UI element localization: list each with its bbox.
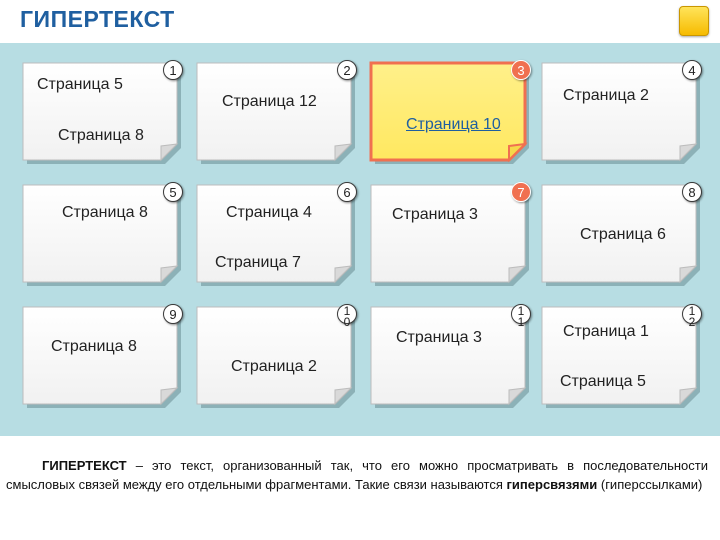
page-link[interactable]: Страница 7 [215, 254, 301, 271]
page-sheet [370, 184, 529, 286]
page-link[interactable]: Страница 2 [563, 87, 649, 104]
page-number-badge: 5 [163, 182, 183, 202]
page-number-badge: 2 [337, 60, 357, 80]
page-number-badge: 3 [511, 60, 531, 80]
home-button[interactable] [679, 6, 709, 36]
page-link[interactable]: Страница 10 [406, 116, 501, 133]
page-link[interactable]: Страница 5 [37, 76, 123, 93]
page-number-badge: 11 [511, 304, 531, 328]
page-number: 4 [688, 62, 696, 78]
page-link[interactable]: Страница 2 [231, 358, 317, 375]
page-link[interactable]: Страница 12 [222, 93, 317, 110]
definition-term: ГИПЕРТЕКСТ [42, 458, 127, 473]
page-sheet [370, 306, 529, 408]
page-number: 11 [517, 304, 525, 329]
page-link[interactable]: Страница 6 [580, 226, 666, 243]
page-link[interactable]: Страница 1 [563, 323, 649, 340]
page-sheet [196, 184, 355, 286]
page-sheet [541, 184, 700, 286]
page-number: 10 [343, 304, 351, 329]
page-sheet [541, 62, 700, 164]
page-number: 5 [169, 184, 177, 200]
page-number: 12 [688, 304, 696, 329]
page-link[interactable]: Страница 8 [51, 338, 137, 355]
page-number-badge: 12 [682, 304, 702, 328]
page-number-badge: 7 [511, 182, 531, 202]
page-number-badge: 4 [682, 60, 702, 80]
page-number-badge: 9 [163, 304, 183, 324]
page-number-badge: 1 [163, 60, 183, 80]
page-sheet [22, 62, 181, 164]
page-link[interactable]: Страница 8 [62, 204, 148, 221]
definition-text: ГИПЕРТЕКСТ – это текст, организованный т… [6, 456, 708, 494]
page-sheet [22, 184, 181, 286]
page-sheet [541, 306, 700, 408]
page-link[interactable]: Страница 5 [560, 373, 646, 390]
page-sheet [369, 61, 529, 164]
definition-emphasis: гиперсвязями [506, 477, 598, 492]
page-number: 3 [517, 62, 525, 78]
page-number: 1 [169, 62, 177, 78]
definition-body: – это текст, организованный так, что его… [6, 458, 708, 492]
page-number: 2 [343, 62, 351, 78]
page-link[interactable]: Страница 8 [58, 127, 144, 144]
page-number: 6 [343, 184, 351, 200]
page-link[interactable]: Страница 4 [226, 204, 312, 221]
page-sheet [22, 306, 181, 408]
page-number-badge: 6 [337, 182, 357, 202]
page-sheet [196, 306, 355, 408]
page-link[interactable]: Страница 3 [396, 329, 482, 346]
page-number-badge: 8 [682, 182, 702, 202]
page-title: ГИПЕРТЕКСТ [20, 6, 175, 32]
page-number: 9 [169, 306, 177, 322]
definition-tail: (гиперссылками) [597, 477, 703, 492]
page-number: 8 [688, 184, 696, 200]
page-link[interactable]: Страница 3 [392, 206, 478, 223]
page-number-badge: 10 [337, 304, 357, 328]
page-number: 7 [517, 184, 525, 200]
page-sheet [196, 62, 355, 164]
